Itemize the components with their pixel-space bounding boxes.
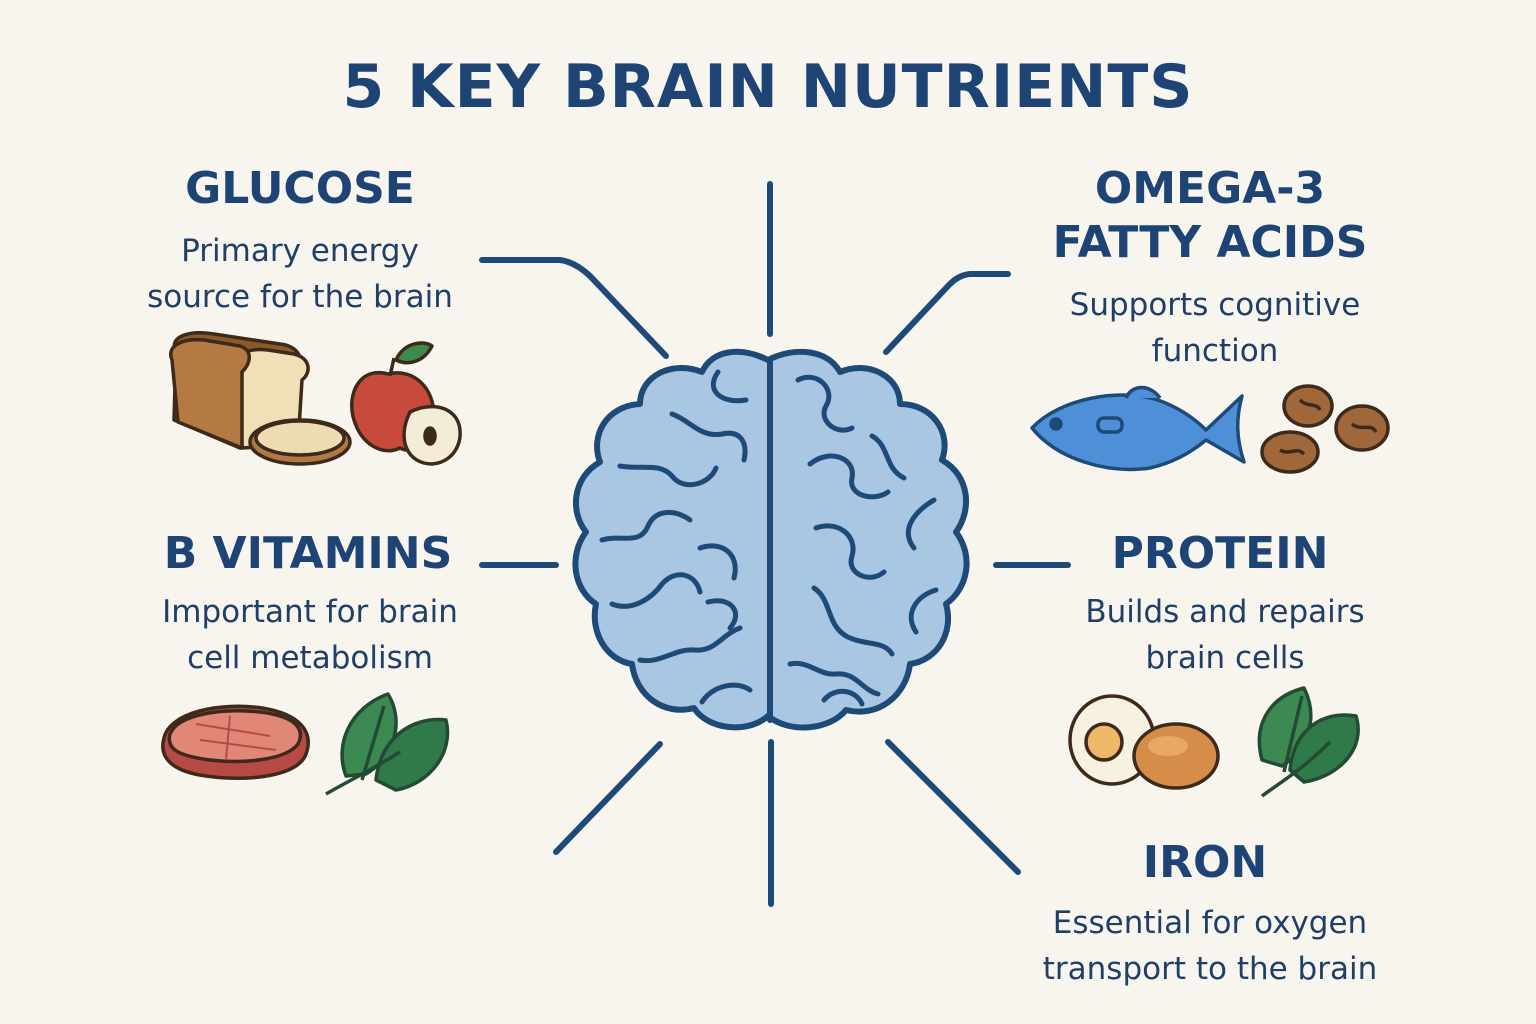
omega3-desc-line1: Supports cognitive [1069,287,1361,323]
omega3-desc-line2: function [1151,333,1279,369]
b-vitamins-heading: B VITAMINS [163,528,453,579]
nuts-icon [1260,384,1390,474]
protein-description: Builds and repairs brain cells [1040,589,1410,681]
spinach-icon-left [325,692,450,796]
omega3-description: Supports cognitive function [1010,282,1420,374]
omega3-heading: OMEGA-3 FATTY ACIDS [1010,162,1410,270]
eggs-icon [1068,694,1220,790]
glucose-desc-line1: Primary energy [181,233,419,269]
fish-icon [1030,385,1246,472]
glucose-description: Primary energy source for the brain [110,228,490,320]
apple-icon [350,341,462,466]
protein-heading: PROTEIN [1111,528,1329,579]
omega3-heading-line1: OMEGA-3 [1094,163,1326,214]
iron-description: Essential for oxygen transport to the br… [1000,900,1420,992]
b-vitamins-description: Important for brain cell metabolism [120,589,500,681]
glucose-connector [479,257,669,359]
iron-desc-line1: Essential for oxygen [1052,905,1368,941]
iron-connector [885,739,1021,875]
iron-desc-line2: transport to the brain [1042,951,1378,987]
protein-desc-line1: Builds and repairs [1085,594,1365,630]
glucose-heading: GLUCOSE [185,163,415,214]
bottom-left-ray [553,741,663,855]
protein-desc-line2: brain cells [1145,640,1305,676]
spinach-icon-right [1257,686,1360,798]
glucose-desc-line2: source for the brain [147,279,453,315]
connector-lines [479,181,1071,907]
b-vitamins-desc-line2: cell metabolism [187,640,433,676]
b-vitamins-desc-line1: Important for brain [162,594,458,630]
omega3-connector [883,271,1011,355]
omega3-heading-line2: FATTY ACIDS [1052,217,1368,268]
bread-icon [169,331,352,466]
iron-heading: IRON [1142,837,1268,888]
page-title: 5 KEY BRAIN NUTRIENTS [342,52,1194,122]
meat-icon [161,704,310,780]
brain-icon [572,348,970,731]
